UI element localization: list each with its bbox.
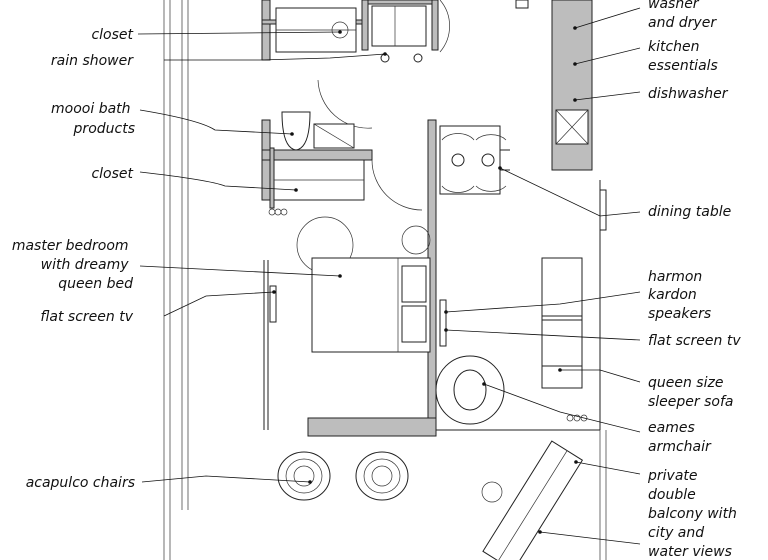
walls [261, 0, 593, 437]
labels-right: washer and dryer kitchen essentials dish… [647, 0, 741, 560]
bedroom-closet [268, 159, 423, 216]
label-eames-armchair: eames armchair [648, 420, 712, 455]
living-room-furniture [435, 180, 607, 431]
labels-left: closet rain shower moooi bath products c… [12, 27, 135, 491]
bathroom-fixtures [275, 0, 450, 151]
balcony [277, 430, 607, 560]
label-closet-bedroom: closet [91, 166, 133, 182]
label-acapulco-chairs: acapulco chairs [26, 475, 135, 491]
label-closet-top: closet [91, 27, 133, 43]
label-kitchen-essentials: kitchen essentials [648, 39, 718, 74]
label-moooi-bath-products: moooi bath products [51, 101, 135, 137]
leaders-left [137, 30, 387, 484]
label-queen-size-sleeper-sofa: queen size sleeper sofa [648, 375, 733, 410]
label-private-double-balcony: private double balcony with city and wat… [647, 468, 741, 560]
kitchen-counter [515, 0, 589, 145]
label-dishwasher: dishwasher [648, 86, 729, 102]
leaders-right [444, 7, 641, 545]
label-rain-shower: rain shower [51, 53, 134, 69]
dining-area [439, 125, 510, 195]
label-flat-screen-tv-right: flat screen tv [648, 333, 741, 349]
exterior-edge-lines [163, 0, 189, 560]
label-flat-screen-tv-left: flat screen tv [40, 309, 133, 325]
label-harmon-kardon-speakers: harmon kardon speakers [648, 269, 711, 322]
label-master-bedroom: master bedroom with dreamy queen bed [12, 238, 133, 292]
bedroom-furniture [263, 216, 431, 430]
label-washer-dryer: washer and dryer [648, 0, 717, 31]
label-dining-table: dining table [648, 204, 731, 220]
